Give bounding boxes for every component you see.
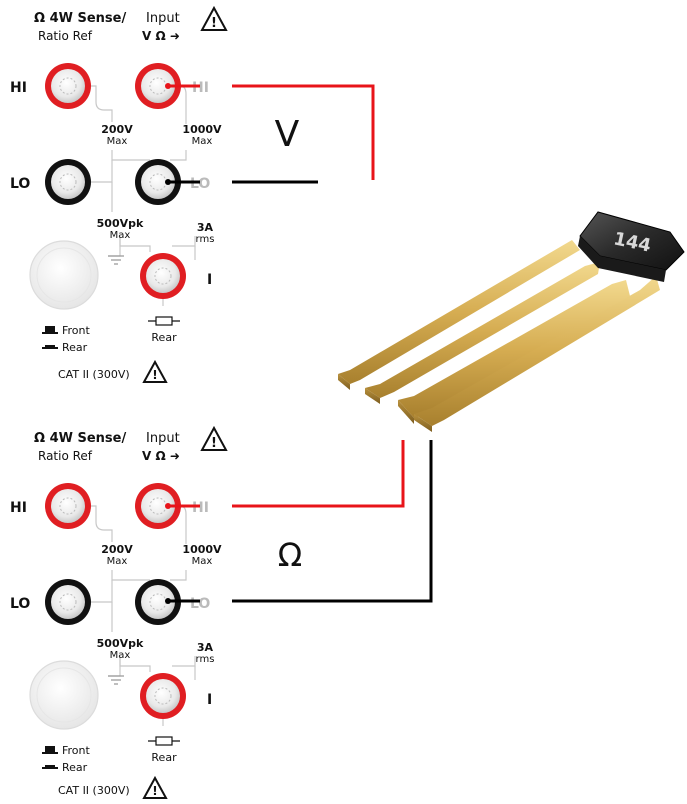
- sense-lo-jack[interactable]: [45, 579, 91, 625]
- hi-faint-label: HI: [192, 80, 209, 96]
- lo-faint-label: LO: [190, 176, 210, 192]
- rms-3a-unit: rms: [196, 654, 215, 665]
- input-symbols-label: V Ω ➜: [142, 449, 180, 463]
- current-jack[interactable]: [140, 253, 186, 299]
- ratio-label: Ratio Ref: [38, 29, 93, 43]
- rear-button-icon: [42, 765, 58, 769]
- rear-sense-jack: [29, 240, 99, 310]
- max-1000v-unit: Max: [192, 556, 213, 567]
- warning-icon: !: [200, 5, 228, 31]
- warning-icon: !: [200, 425, 228, 451]
- cat-rating-label: CAT II (300V): [58, 368, 130, 381]
- input-hi-jack[interactable]: [135, 63, 181, 109]
- fuse-icon: [148, 316, 180, 326]
- cat-warning-icon: !: [142, 359, 168, 383]
- cat-rating-label: CAT II (300V): [58, 784, 130, 797]
- sense-hi-jack[interactable]: [45, 483, 91, 529]
- sense-lo-jack[interactable]: [45, 159, 91, 205]
- max-500vpk-unit: Max: [110, 650, 131, 661]
- input-label: Input: [146, 431, 180, 446]
- component-lead-1: [338, 240, 580, 384]
- input-symbols-label: V Ω ➜: [142, 29, 180, 43]
- current-label: I: [207, 272, 212, 288]
- rear-label: Rear: [62, 341, 88, 354]
- max-200v-value: 200V: [101, 123, 133, 136]
- input-label: Input: [146, 11, 180, 26]
- max-1000v-unit: Max: [192, 136, 213, 147]
- lo-label: LO: [10, 176, 30, 192]
- black-lead-wire-resistance: [168, 425, 433, 603]
- max-1000v-value: 1000V: [182, 543, 222, 556]
- input-lo-jack[interactable]: [135, 579, 181, 625]
- front-label: Front: [62, 324, 91, 337]
- max-200v-value: 200V: [101, 543, 133, 556]
- max-500vpk-value: 500Vpk: [97, 217, 144, 230]
- max-500vpk-unit: Max: [110, 230, 131, 241]
- rear-fuse-label: Rear: [151, 331, 177, 344]
- component-lead-2: [365, 262, 600, 398]
- svg-text:!: !: [152, 368, 157, 382]
- probe-tips: [165, 83, 200, 604]
- red-lead-wire-resistance: [168, 410, 405, 508]
- component-lead-3: [398, 280, 630, 418]
- component-lead-4: [414, 276, 660, 426]
- current-jack[interactable]: [140, 673, 186, 719]
- max-500vpk-value: 500Vpk: [97, 637, 144, 650]
- rms-3a-unit: rms: [196, 234, 215, 245]
- svg-text:!: !: [211, 16, 217, 31]
- max-1000v-value: 1000V: [182, 123, 222, 136]
- input-hi-jack[interactable]: [135, 483, 181, 529]
- lo-label: LO: [10, 596, 30, 612]
- current-label: I: [207, 692, 212, 708]
- resistance-symbol: Ω: [278, 536, 302, 574]
- transistor-component: 144: [318, 180, 687, 440]
- max-200v-unit: Max: [107, 136, 128, 147]
- lo-faint-label: LO: [190, 596, 210, 612]
- front-button-icon: [42, 746, 58, 754]
- dmm-panel-resistance: Ω 4W Sense/ Ratio Ref Input V Ω ➜ ! HI H…: [0, 419, 233, 804]
- rear-label: Rear: [62, 761, 88, 774]
- dmm-panel-voltage: Ω 4W Sense/ Ratio Ref Input V Ω ➜ ! HI H…: [0, 0, 233, 386]
- svg-text:!: !: [152, 784, 157, 798]
- rms-3a-value: 3A: [197, 221, 214, 234]
- fuse-icon: [148, 736, 180, 746]
- hi-label: HI: [10, 500, 27, 516]
- rear-fuse-label: Rear: [151, 751, 177, 764]
- svg-text:!: !: [211, 436, 217, 451]
- sense-label: Ω 4W Sense/: [34, 431, 126, 446]
- front-label: Front: [62, 744, 91, 757]
- hi-label: HI: [10, 80, 27, 96]
- hi-faint-label: HI: [192, 500, 209, 516]
- sense-hi-jack[interactable]: [45, 63, 91, 109]
- sense-label: Ω 4W Sense/: [34, 11, 126, 26]
- input-lo-jack[interactable]: [135, 159, 181, 205]
- max-200v-unit: Max: [107, 556, 128, 567]
- front-button-icon: [42, 326, 58, 334]
- rms-3a-value: 3A: [197, 641, 214, 654]
- ratio-label: Ratio Ref: [38, 449, 93, 463]
- voltage-symbol: V: [275, 114, 300, 155]
- rear-button-icon: [42, 345, 58, 349]
- rear-sense-jack: [29, 660, 99, 730]
- cat-warning-icon: !: [142, 775, 168, 799]
